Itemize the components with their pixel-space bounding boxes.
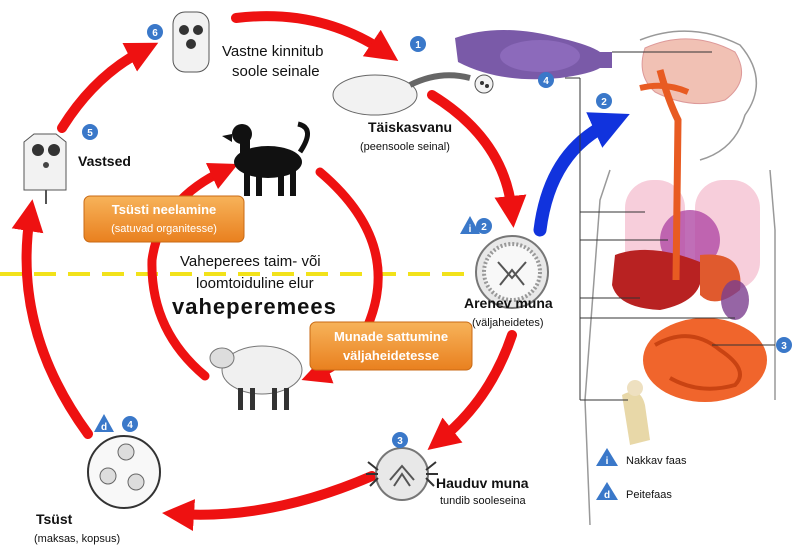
stage4-title: Tsüst bbox=[36, 511, 73, 527]
svg-text:4: 4 bbox=[127, 420, 133, 431]
stage1-sub: (peensoole seinal) bbox=[360, 141, 450, 153]
esophagus bbox=[656, 69, 682, 281]
svg-text:3: 3 bbox=[397, 436, 403, 447]
legend-item-infective: i Nakkav faas bbox=[596, 448, 687, 467]
blue-arrow-to-mouth bbox=[533, 112, 630, 237]
cyst-illustration bbox=[87, 435, 161, 509]
svg-text:väljaheidetesse: väljaheidetesse bbox=[343, 348, 439, 363]
liver bbox=[612, 249, 702, 310]
svg-text:Peitefaas: Peitefaas bbox=[626, 489, 672, 501]
human-body-illustration bbox=[565, 30, 776, 526]
arrow-3-to-4 bbox=[162, 471, 377, 532]
arrow-1-to-2 bbox=[427, 90, 527, 228]
stage3-title: Hauduv muna bbox=[436, 475, 529, 491]
svg-text:2: 2 bbox=[481, 222, 487, 233]
human-badge-4: 4 bbox=[538, 72, 554, 88]
developing-egg-illustration bbox=[475, 235, 549, 309]
eggs-feces-box: Munade sattumine väljaheidetesse bbox=[309, 321, 473, 371]
badge-1: 1 bbox=[410, 36, 426, 52]
stage-badges: 1 2 3 4 5 6 2 3 4 bbox=[82, 24, 792, 448]
svg-text:d: d bbox=[604, 490, 610, 501]
human-badge-2: 2 bbox=[596, 93, 612, 109]
svg-text:Nakkav faas: Nakkav faas bbox=[626, 455, 687, 467]
stage2-title: Arenev muna bbox=[464, 295, 553, 311]
hatching-egg-illustration bbox=[366, 447, 438, 501]
svg-text:i: i bbox=[606, 456, 609, 467]
larvae-illustration bbox=[23, 133, 67, 204]
svg-text:Munade sattumine: Munade sattumine bbox=[334, 329, 448, 344]
phase-triangle-d-stage4: d bbox=[94, 414, 114, 433]
phase-triangle-i-stage2: i bbox=[460, 216, 480, 235]
legend: i Nakkav faas d Peitefaas bbox=[596, 448, 687, 501]
bone bbox=[622, 391, 650, 445]
badge-4: 4 bbox=[122, 416, 138, 432]
adult-tapeworm-illustration bbox=[455, 30, 612, 80]
arrow-5-to-6 bbox=[57, 42, 159, 133]
stage1-title: Täiskasvanu bbox=[368, 119, 452, 135]
svg-text:5: 5 bbox=[87, 128, 93, 139]
svg-text:d: d bbox=[101, 422, 107, 433]
svg-text:2: 2 bbox=[601, 97, 607, 108]
stage5-title: Vastsed bbox=[78, 153, 131, 169]
arrow-sheep-to-dog bbox=[147, 162, 239, 381]
center-text-line1: Vaheperees taim- või bbox=[180, 253, 321, 270]
stage3-sub: tundib sooleseina bbox=[440, 495, 527, 507]
human-badge-3: 3 bbox=[776, 337, 792, 353]
svg-text:3: 3 bbox=[781, 341, 787, 352]
badge-5: 5 bbox=[82, 124, 98, 140]
svg-text:1: 1 bbox=[415, 40, 421, 51]
sheep-illustration bbox=[209, 345, 303, 410]
svg-text:Tsüsti neelamine: Tsüsti neelamine bbox=[112, 202, 217, 217]
arrow-4-to-5 bbox=[11, 199, 93, 439]
arrow-2-to-3 bbox=[427, 330, 517, 450]
dog-illustration bbox=[222, 121, 310, 196]
center-text-line2: loomtoiduline elur bbox=[196, 275, 314, 292]
svg-text:i: i bbox=[469, 224, 472, 235]
stage4-sub: (maksas, kopsus) bbox=[34, 533, 120, 545]
badge-3: 3 bbox=[392, 432, 408, 448]
larva-attached-illustration bbox=[172, 11, 210, 73]
mouth-tract bbox=[639, 82, 690, 95]
stage6-label-line1: Vastne kinnitub bbox=[222, 43, 323, 60]
legend-item-latent: d Peitefaas bbox=[596, 482, 672, 501]
svg-text:(satuvad organitesse): (satuvad organitesse) bbox=[111, 223, 217, 235]
badge-2: 2 bbox=[476, 218, 492, 234]
badge-6: 6 bbox=[147, 24, 163, 40]
svg-text:6: 6 bbox=[152, 28, 158, 39]
svg-text:4: 4 bbox=[543, 76, 549, 87]
spleen bbox=[721, 280, 749, 320]
adult-worm-small bbox=[332, 72, 494, 116]
arrow-6-to-1 bbox=[231, 11, 399, 61]
center-text-big: vaheperemees bbox=[172, 294, 337, 319]
cycle-arrows bbox=[11, 11, 527, 532]
stage2-sub: (väljaheidetes) bbox=[472, 317, 544, 329]
stage6-label-line2: soole seinale bbox=[232, 63, 320, 80]
ingest-cyst-box: Tsüsti neelamine (satuvad organitesse) bbox=[83, 195, 245, 243]
